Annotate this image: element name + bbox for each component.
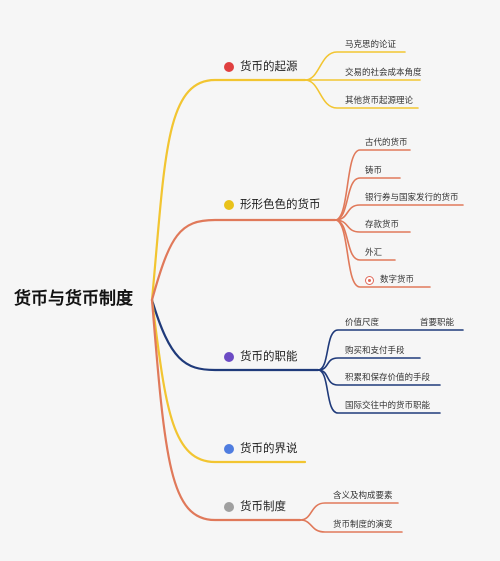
leaf-functions-1[interactable]: 价值尺度 — [345, 318, 380, 328]
leaf-types-6[interactable]: 数字货币 — [380, 275, 415, 285]
connector-functions-leaf-4 — [317, 369, 441, 414]
leaf-functions-3[interactable]: 积累和保存价值的手段 — [345, 373, 431, 383]
connector-types-leaf-6 — [334, 219, 431, 288]
connector-types-leaf-3 — [334, 204, 464, 221]
branch-origin-dot-icon — [224, 62, 234, 72]
leaf-origin-2[interactable]: 交易的社会成本角度 — [345, 68, 422, 78]
connector-functions-leaf-1 — [317, 329, 464, 371]
leaf-origin-1[interactable]: 马克思的论证 — [345, 40, 397, 50]
leaf-types-2[interactable]: 铸币 — [365, 166, 383, 176]
connector-root-branch-functions — [150, 298, 320, 372]
leaf-origin-3[interactable]: 其他货币起源理论 — [345, 96, 414, 106]
leaf-types-4[interactable]: 存款货币 — [365, 220, 400, 230]
branch-system-dot-icon — [224, 502, 234, 512]
connector-root-branch-types — [150, 218, 337, 302]
root-title[interactable]: 货币与货币制度 — [14, 289, 133, 309]
leaf-functions-2[interactable]: 购买和支付手段 — [345, 346, 405, 356]
connector-functions-leaf-2 — [317, 357, 421, 371]
leaf-types-1[interactable]: 古代的货币 — [365, 138, 408, 148]
connector-origin-leaf-1 — [304, 51, 406, 81]
branch-system[interactable]: 货币制度 — [240, 499, 286, 513]
branch-functions-dot-icon — [224, 352, 234, 362]
target-icon — [365, 276, 374, 285]
connector-types-leaf-1 — [334, 149, 411, 221]
branch-types[interactable]: 形形色色的货币 — [240, 197, 321, 211]
branch-functions[interactable]: 货币的职能 — [240, 349, 298, 363]
connector-root-branch-origin — [150, 78, 307, 302]
leaf-functions-4[interactable]: 国际交往中的货币职能 — [345, 401, 431, 411]
connector-system-leaf-2 — [299, 519, 403, 533]
leaf-types-3[interactable]: 银行券与国家发行的货币 — [365, 193, 459, 203]
branch-definition-dot-icon — [224, 444, 234, 454]
connector-origin-leaf-3 — [304, 79, 419, 109]
connector-system-leaf-1 — [299, 502, 399, 521]
branch-origin[interactable]: 货币的起源 — [240, 59, 298, 73]
leaf-types-5[interactable]: 外汇 — [365, 248, 383, 258]
branch-definition[interactable]: 货币的界说 — [240, 441, 298, 455]
leaf-functions-1-note[interactable]: 首要职能 — [420, 318, 455, 328]
connector-root-branch-system — [150, 298, 302, 522]
connector-root-branch-definition — [150, 298, 307, 464]
connector-types-leaf-2 — [334, 177, 401, 221]
leaf-system-1[interactable]: 含义及构成要素 — [333, 491, 393, 501]
leaf-system-2[interactable]: 货币制度的演变 — [333, 520, 393, 530]
branch-types-dot-icon — [224, 200, 234, 210]
